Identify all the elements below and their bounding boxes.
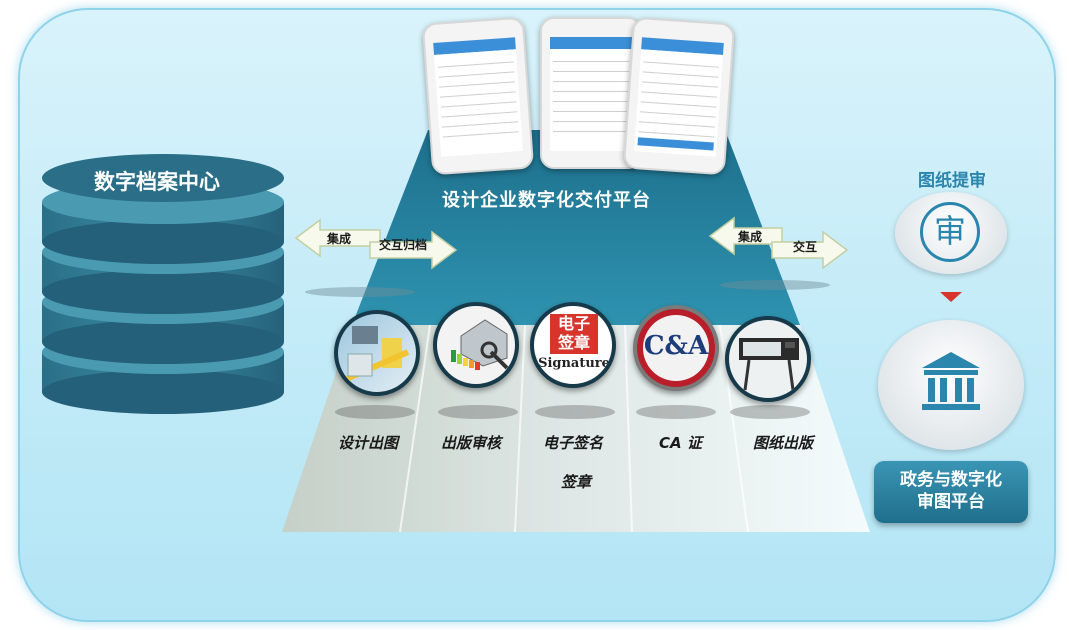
review-circle: 审 bbox=[895, 192, 1007, 274]
left-arrow-integrate-label: 集成 bbox=[327, 232, 352, 246]
review-stamp-icon: 审 bbox=[920, 202, 980, 262]
ca-certificate-icon: C&A bbox=[633, 305, 719, 391]
left-double-arrow-icon bbox=[294, 218, 458, 270]
down-arrow-icon bbox=[940, 292, 962, 302]
module-label-ca: CA 证 bbox=[659, 434, 702, 452]
module-label-review: 出版审核 bbox=[441, 434, 502, 452]
gov-platform-box: 政务与数字化审图平台 bbox=[874, 461, 1028, 523]
phone-mockup-3 bbox=[622, 16, 736, 176]
module-label-print: 图纸出版 bbox=[753, 434, 814, 452]
database-title: 数字档案中心 bbox=[94, 170, 220, 194]
platform-title: 设计企业数字化交付平台 bbox=[442, 190, 651, 211]
right-arrow-interact-label: 交互 bbox=[793, 240, 818, 254]
phone-mockup-1 bbox=[421, 16, 535, 176]
database-stack-icon bbox=[42, 154, 284, 414]
gov-platform-label: 政务与数字化审图平台 bbox=[900, 470, 1002, 512]
seal-line-1: 电子 bbox=[557, 314, 590, 333]
publish-review-icon bbox=[433, 302, 519, 388]
module-label-signature-line1: 电子签名 bbox=[543, 434, 604, 452]
left-arrow-archive-label: 交互归档 bbox=[379, 238, 428, 252]
ca-logo-text: C&A bbox=[643, 331, 709, 361]
review-submit-label: 图纸提审 bbox=[918, 171, 986, 191]
seal-signature-text: Signature bbox=[538, 356, 610, 371]
government-circle bbox=[878, 320, 1024, 450]
review-stamp-char: 审 bbox=[933, 212, 966, 250]
module-label-design: 设计出图 bbox=[338, 434, 399, 452]
seal-line-2: 签章 bbox=[557, 333, 590, 352]
right-double-arrow-icon bbox=[708, 216, 849, 270]
electronic-signature-icon: 电子 签章 Signature bbox=[530, 302, 616, 388]
right-arrow-integrate-label: 集成 bbox=[738, 230, 763, 244]
module-label-signature-line2: 签章 bbox=[561, 473, 592, 491]
government-building-icon bbox=[922, 352, 980, 410]
design-drawing-icon bbox=[334, 310, 420, 396]
printer-icon bbox=[725, 316, 811, 402]
